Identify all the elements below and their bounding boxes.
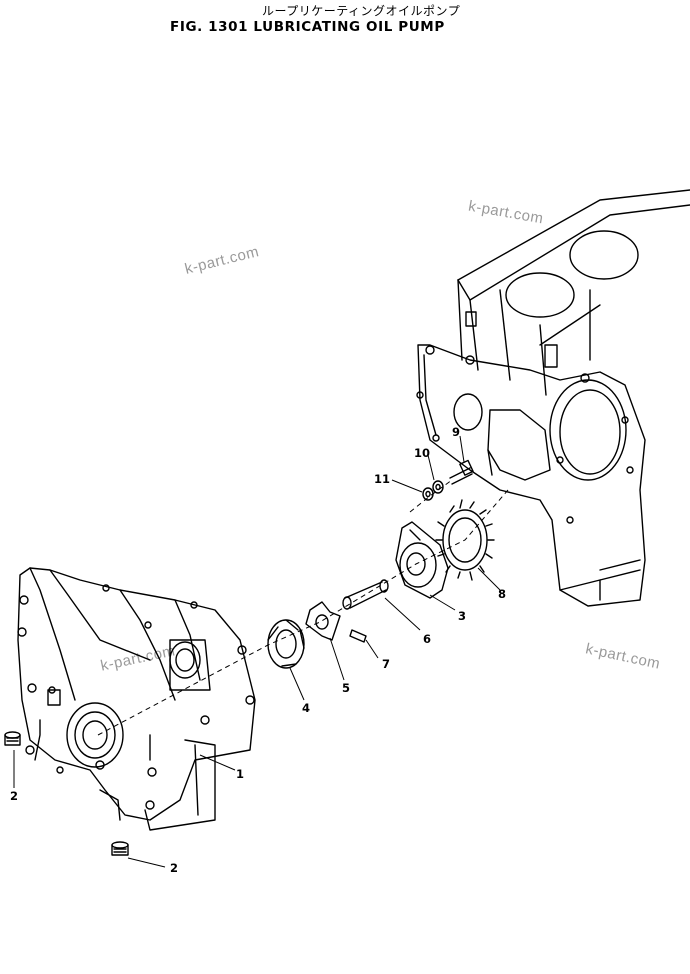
- leader-4: [289, 667, 305, 701]
- callout-5: 5: [342, 681, 350, 695]
- leader-1: [199, 754, 236, 771]
- inner-rotor-part-5: [305, 601, 341, 641]
- figure-title: FIG. 1301 LUBRICATING OIL PUMP: [170, 19, 445, 35]
- callout-7: 7: [382, 657, 390, 671]
- callout-10: 10: [414, 446, 430, 460]
- pin-part-7: [349, 629, 367, 643]
- callout-3: 3: [458, 609, 466, 623]
- rotor-part-4: [267, 619, 305, 669]
- title-japanese: ループリケーティングオイルポンプ: [262, 4, 461, 18]
- plug-part-2-lower: [111, 841, 129, 856]
- leader-10: [427, 454, 435, 481]
- gear-part-8: [435, 499, 495, 581]
- leader-7: [365, 639, 379, 659]
- washer-part-10: [432, 480, 444, 494]
- bolt-part-9: [449, 459, 474, 485]
- leader-3: [429, 594, 456, 611]
- engine-block-drawing: [416, 189, 690, 607]
- leader-9: [459, 435, 465, 463]
- leader-11: [391, 479, 423, 493]
- callout-6: 6: [423, 632, 431, 646]
- pump-body-part-3: [395, 521, 449, 599]
- bolt-centerline: [409, 479, 453, 513]
- shaft-part-6: [342, 579, 389, 610]
- leader-2-lower: [127, 857, 166, 868]
- callout-1: 1: [236, 767, 244, 781]
- callout-11: 11: [374, 472, 390, 486]
- assembly-centerline: [97, 489, 509, 736]
- front-cover-drawing: [17, 567, 256, 831]
- plug-part-2-upper: [4, 731, 21, 746]
- callout-4: 4: [302, 701, 310, 715]
- callout-8: 8: [498, 587, 506, 601]
- leader-8: [477, 567, 501, 591]
- callout-2-upper: 2: [10, 789, 18, 803]
- leader-6: [384, 597, 421, 631]
- callout-2-lower: 2: [170, 861, 178, 875]
- leader-5: [329, 637, 345, 681]
- callout-9: 9: [452, 425, 460, 439]
